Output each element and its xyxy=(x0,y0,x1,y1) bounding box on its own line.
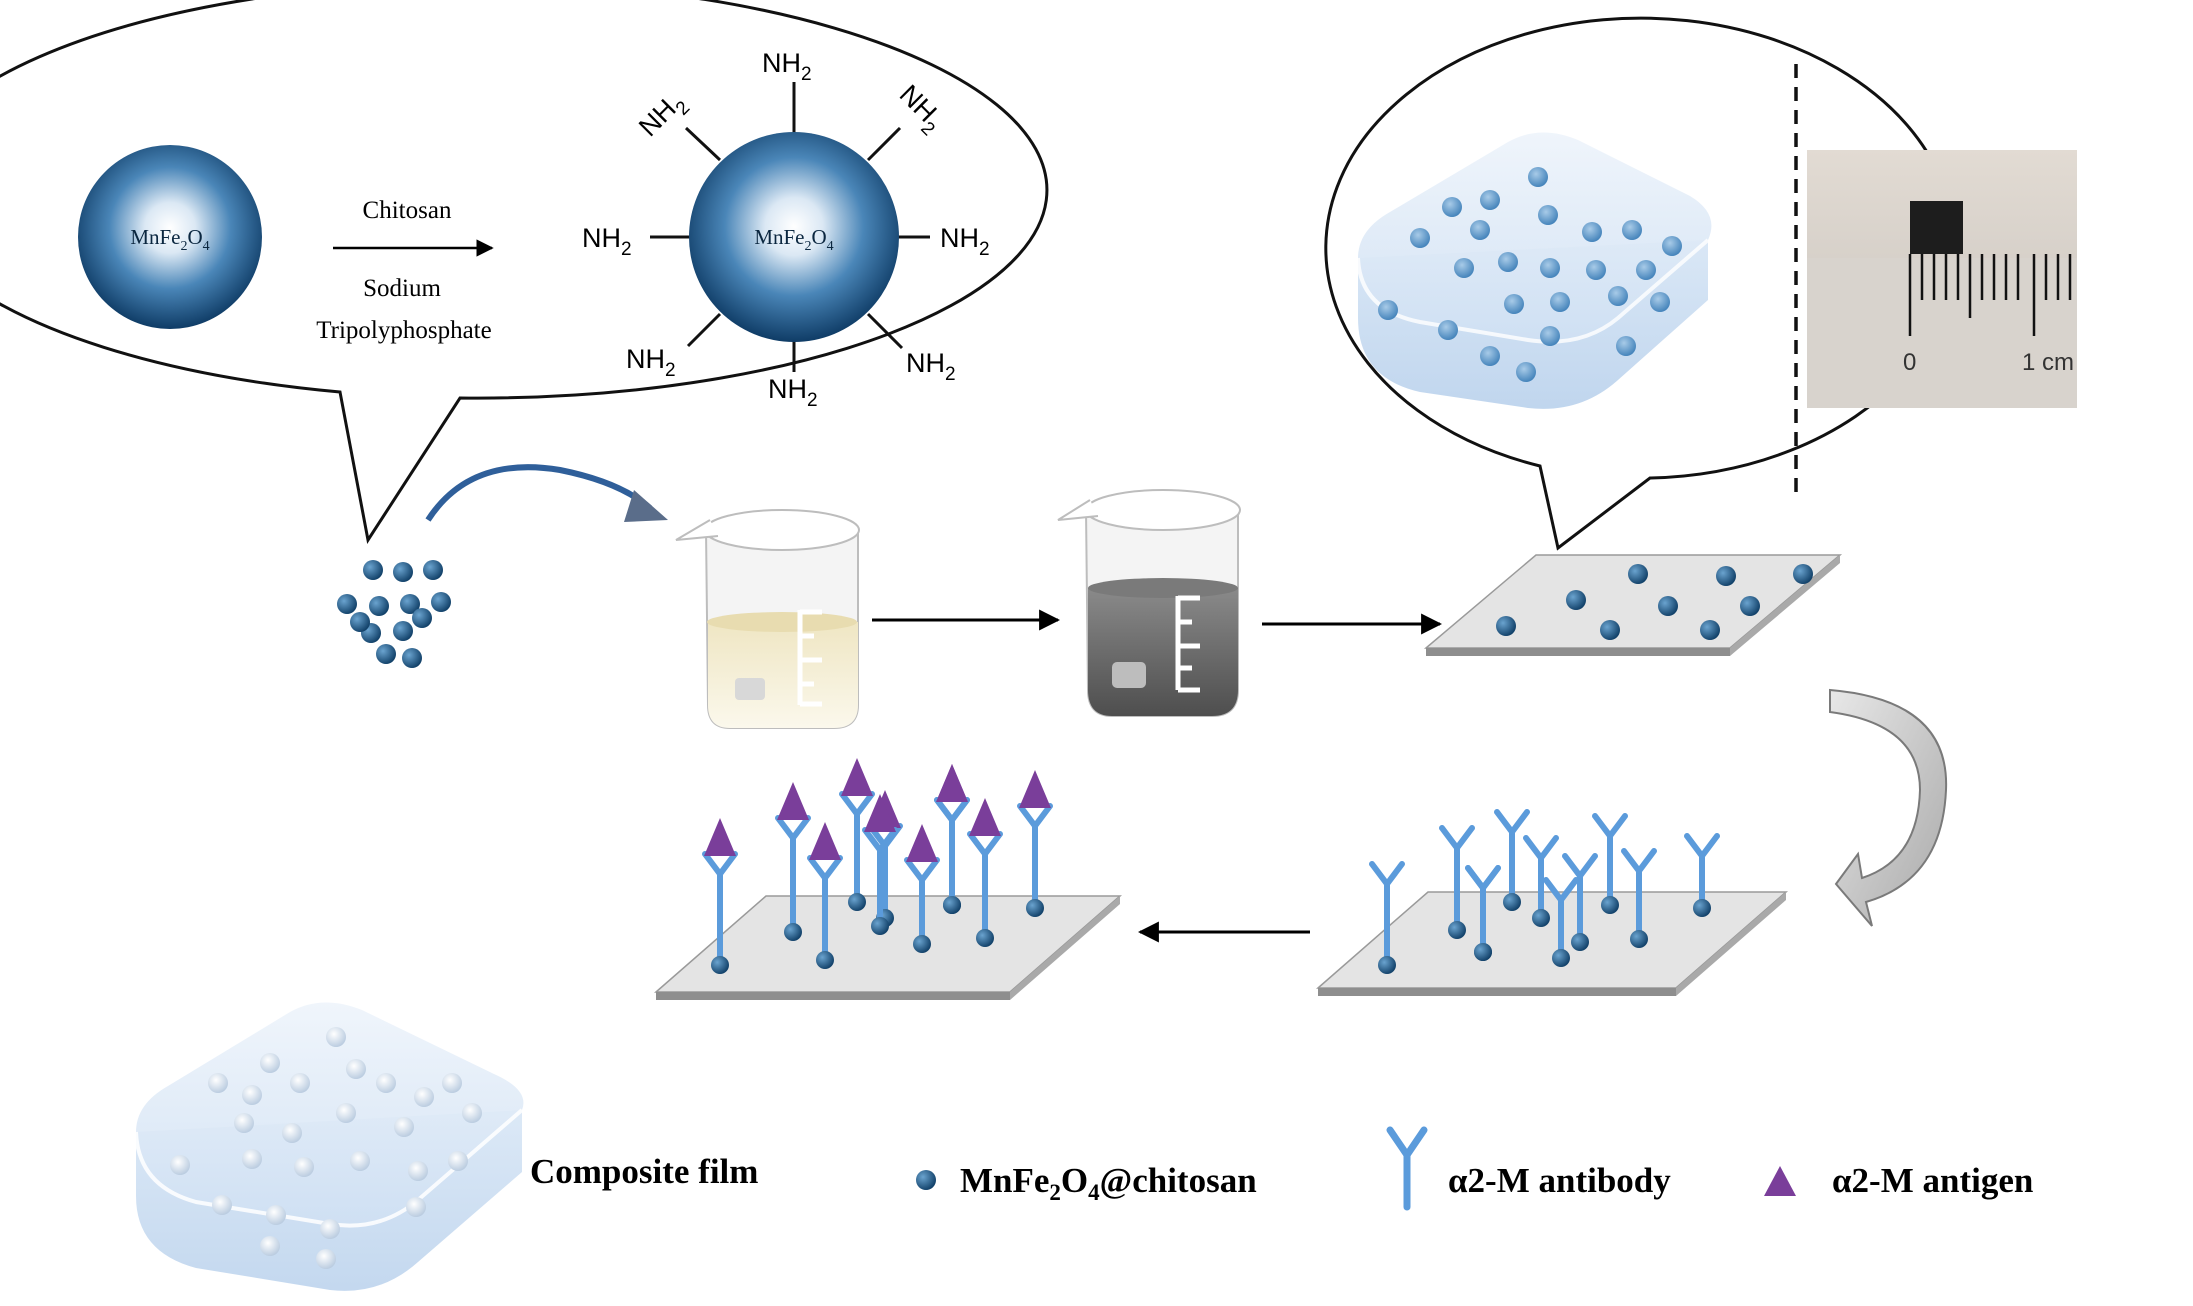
composite-film-closeup-particles xyxy=(1378,167,1682,382)
bound-antigen xyxy=(936,764,968,802)
bound-antigen xyxy=(777,782,809,820)
antibody-anchor-particle xyxy=(943,896,961,914)
antibody-anchor-particle xyxy=(913,935,931,953)
antibody-antigen-array-left xyxy=(702,758,1053,974)
antibody-anchor-particle xyxy=(1552,949,1570,967)
amine-label-bottom: NH2 xyxy=(768,374,818,411)
antibody-anchor-particle xyxy=(1571,933,1589,951)
antibody-anchor-particle xyxy=(1503,893,1521,911)
nanoparticle-cluster xyxy=(337,560,451,668)
antibody xyxy=(775,782,811,941)
substrate-particles xyxy=(1496,564,1813,640)
antibody xyxy=(807,822,843,969)
antibody xyxy=(1562,853,1598,951)
substrate-with-antibodies xyxy=(1316,891,1788,996)
ruler-label-one: 1 cm xyxy=(2022,349,2074,376)
amine-label-bottom-left: NH2 xyxy=(626,344,676,381)
mnfe2o4-core-sphere xyxy=(78,145,262,329)
legend-antibody-icon xyxy=(1386,1126,1428,1211)
amine-label-top: NH2 xyxy=(762,48,812,85)
antibody xyxy=(702,818,738,974)
antibody-anchor-particle xyxy=(1693,899,1711,917)
bound-antigen xyxy=(809,822,841,860)
antibody xyxy=(1592,813,1628,914)
antibody xyxy=(1369,861,1405,974)
antibody-anchor-particle xyxy=(711,956,729,974)
antibody-anchor-particle xyxy=(784,923,802,941)
antibody xyxy=(934,764,970,914)
legend-antibody-label: α2-M antibody xyxy=(1448,1161,1671,1200)
antibody xyxy=(1621,848,1657,948)
antibody-anchor-particle xyxy=(1378,956,1396,974)
antibody-anchor-particle xyxy=(1026,899,1044,917)
bound-antigen xyxy=(906,824,938,862)
ruler-label-zero: 0 xyxy=(1903,349,1916,376)
beaker-mixed-solution xyxy=(1057,489,1241,717)
antibody xyxy=(1523,835,1559,927)
reagent-chitosan: Chitosan xyxy=(363,197,452,224)
incubation-curved-arrow xyxy=(1829,688,1948,927)
reagent-sodium: Sodium xyxy=(363,275,441,302)
amine-label-bottom-right: NH2 xyxy=(906,348,956,385)
functionalized-core-label: MnFe2O4 xyxy=(754,225,833,254)
antibody xyxy=(1465,865,1501,961)
antibody-anchor-particle xyxy=(1448,921,1466,939)
beaker-chitosan-solution xyxy=(675,509,860,729)
mnfe2o4-core-label: MnFe2O4 xyxy=(130,225,209,254)
antibody xyxy=(1439,825,1475,939)
antibody-anchor-particle xyxy=(871,917,889,935)
amine-label-right: NH2 xyxy=(940,223,990,260)
antibody xyxy=(1494,809,1530,911)
antibody xyxy=(1684,833,1720,917)
bound-antigen xyxy=(969,798,1001,836)
antibody xyxy=(1017,770,1053,917)
bound-antigen xyxy=(864,794,896,832)
antibody xyxy=(1543,877,1579,967)
amine-label-left: NH2 xyxy=(582,223,632,260)
bound-antigen xyxy=(841,758,873,796)
antibody-anchor-particle xyxy=(1474,943,1492,961)
antibody-anchor-particle xyxy=(976,929,994,947)
legend-particle-icon xyxy=(916,1170,936,1190)
ruler-photo: 0 1 cm xyxy=(1807,150,2077,408)
antibody-anchor-particle xyxy=(1630,930,1648,948)
substrate-with-antigen-binding xyxy=(654,895,1122,1000)
legend-particle-label: MnFe2O4@chitosan xyxy=(960,1161,1257,1205)
legend-antigen-icon xyxy=(1764,1166,1796,1196)
antibody xyxy=(904,824,940,953)
antibody-anchor-particle xyxy=(1532,909,1550,927)
antibody-anchor-particle xyxy=(816,951,834,969)
legend-film-pores xyxy=(170,1027,482,1269)
antibody xyxy=(967,798,1003,947)
functionalized-sphere xyxy=(689,132,899,342)
antibody xyxy=(862,794,898,935)
sensor-chip xyxy=(1910,201,1963,254)
legend-antigen-label: α2-M antigen xyxy=(1832,1161,2033,1200)
legend-composite-film-label: Composite film xyxy=(530,1152,758,1191)
reagent-tripolyphosphate: Tripolyphosphate xyxy=(316,317,491,344)
transfer-arrow-head xyxy=(624,490,668,522)
antibody-array-right xyxy=(1369,809,1720,974)
antibody-anchor-particle xyxy=(848,893,866,911)
bound-antigen xyxy=(704,818,736,856)
substrate-with-particles xyxy=(1423,554,1843,656)
antibody xyxy=(839,758,875,911)
antibody-anchor-particle xyxy=(1601,896,1619,914)
transfer-curved-arrow xyxy=(425,464,652,522)
bound-antigen xyxy=(1019,770,1051,808)
legend-composite-film-icon xyxy=(134,1002,524,1291)
